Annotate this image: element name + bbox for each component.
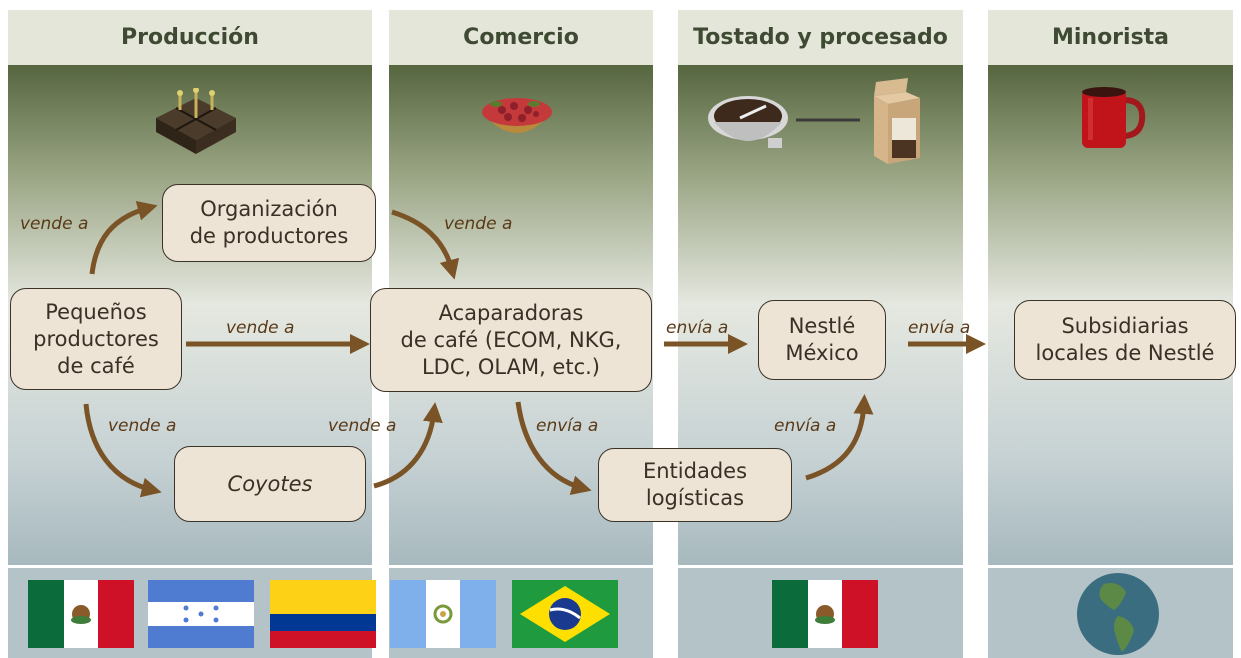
mexico-flag bbox=[772, 580, 878, 648]
colombia-flag bbox=[270, 580, 376, 648]
edge-label: envía a bbox=[774, 416, 837, 436]
column-header: Minorista bbox=[988, 10, 1233, 65]
node-nestle-mexico: Nestlé México bbox=[758, 300, 886, 380]
arrow-org-to-acaparadoras bbox=[391, 209, 460, 280]
guatemala-flag bbox=[390, 580, 496, 648]
arrow-coyotes-to-acaparadoras bbox=[373, 402, 443, 489]
mexico-flag bbox=[28, 580, 134, 648]
node-subsidiarias: Subsidiarias locales de Nestlé bbox=[1014, 300, 1236, 380]
arrow-entidades-to-nestle bbox=[805, 394, 874, 481]
edge-label: envía a bbox=[908, 318, 971, 338]
brazil-flag bbox=[512, 580, 618, 648]
coffee-mug-icon bbox=[1082, 87, 1146, 148]
edge-label: vende a bbox=[444, 214, 513, 234]
column-header: Tostado y procesado bbox=[678, 10, 963, 65]
node-acaparadoras: Acaparadoras de café (ECOM, NKG, LDC, OL… bbox=[370, 288, 652, 392]
edge-label: envía a bbox=[666, 318, 729, 338]
column-header: Comercio bbox=[389, 10, 653, 65]
column-header: Producción bbox=[8, 10, 372, 65]
edge-label: envía a bbox=[536, 416, 599, 436]
node-coyotes: Coyotes bbox=[174, 446, 366, 522]
node-pequenos-productores: Pequeños productores de café bbox=[10, 288, 182, 390]
arrow-to-organizacion bbox=[89, 201, 158, 275]
edge-label: vende a bbox=[328, 416, 397, 436]
arrow-to-entidades bbox=[515, 401, 592, 495]
honduras-flag bbox=[148, 580, 254, 648]
coffee-grinder-icon bbox=[708, 96, 788, 148]
edge-label: vende a bbox=[226, 318, 295, 338]
node-entidades-logisticas: Entidades logísticas bbox=[598, 448, 792, 522]
coffee-cherry-basket-icon bbox=[482, 98, 552, 133]
seedling-tray-icon bbox=[156, 88, 236, 154]
node-organizacion-productores: Organización de productores bbox=[162, 184, 376, 262]
coffee-bag-icon bbox=[874, 78, 920, 164]
edge-label: vende a bbox=[20, 214, 89, 234]
arrow-to-coyotes bbox=[83, 403, 162, 498]
globe-icon bbox=[1077, 573, 1159, 655]
edge-label: vende a bbox=[108, 416, 177, 436]
